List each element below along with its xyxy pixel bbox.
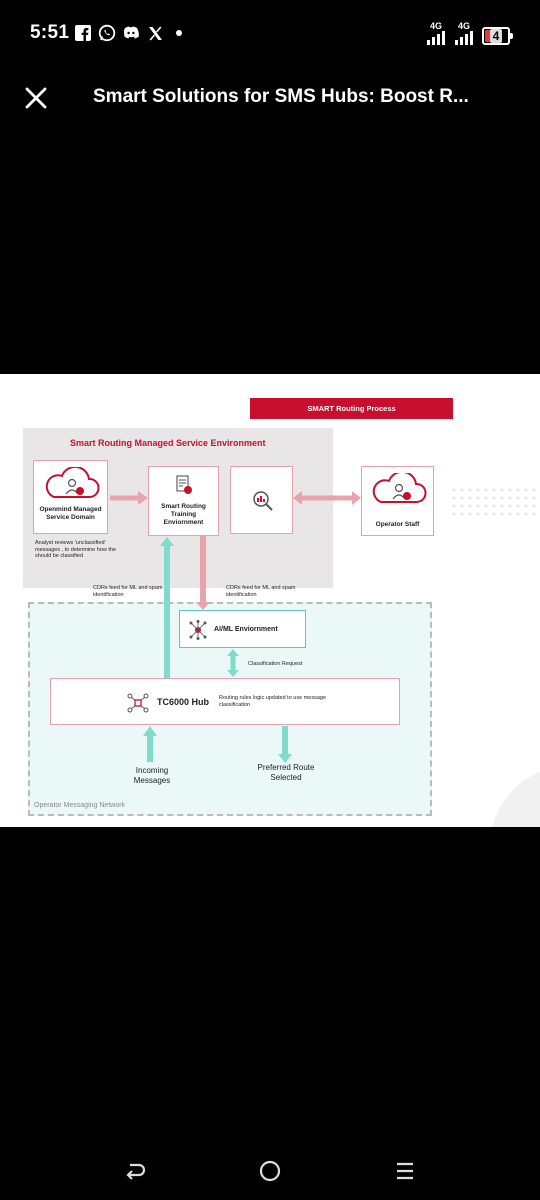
signal-2: 4G [454, 22, 474, 50]
aiml-environment-box: AI/ML Enviornment [179, 610, 306, 648]
arrow-head-down-preferred [278, 754, 292, 763]
home-icon [259, 1160, 281, 1182]
arrow-head-up-hub [143, 726, 157, 736]
hub-icon [127, 693, 149, 713]
system-status: 4G 4G 4 [426, 22, 513, 50]
operator-staff-box: Operator Staff [361, 466, 434, 536]
arrow-head-left [293, 491, 302, 505]
classification-request: Classification Request [248, 661, 303, 667]
cloud-user-icon [45, 467, 100, 498]
battery-level: 4 [489, 29, 503, 43]
signal-bars-1-icon [427, 31, 445, 45]
x-icon [146, 24, 164, 42]
whatsapp-icon [98, 24, 116, 42]
dot-icon [170, 24, 188, 42]
nav-recents-button[interactable] [390, 1156, 420, 1186]
battery-icon: 4 [482, 27, 513, 45]
nav-back-button[interactable] [120, 1156, 150, 1186]
network-type-1: 4G [429, 21, 442, 31]
process-banner: SMART Routing Process [250, 398, 453, 419]
document-settings-icon [176, 475, 192, 494]
status-time: 5:51 [30, 22, 70, 43]
openmind-label: Openmind Managed Service Domain [39, 506, 102, 521]
close-icon [25, 87, 47, 109]
arrow-head-up-aiml [227, 649, 239, 656]
status-bar: 5:51 4G 4G 4 [0, 0, 540, 70]
arrow-head-training [138, 491, 148, 505]
discord-icon [122, 24, 140, 42]
openmind-domain-box: Openmind Managed Service Domain [33, 460, 108, 534]
battery-fill [485, 30, 491, 42]
incoming-messages: Incoming Messages [133, 766, 171, 785]
arrow-head-right [352, 491, 361, 505]
connector-arrows [110, 491, 361, 763]
notification-icons [74, 24, 188, 42]
preferred-route: Preferred Route Selected [257, 763, 315, 782]
nav-home-button[interactable] [255, 1156, 285, 1186]
routing-note: Routing rules logic updated to use messa… [219, 695, 327, 708]
managed-environment-title: Smart Routing Managed Service Environmen… [70, 438, 266, 448]
analyst-note: Analyst reviews 'unclassified' messages … [35, 540, 117, 559]
training-environment-box: Smart Routing Training Enviornment [148, 466, 219, 536]
aiml-label: AI/ML Enviornment [214, 626, 278, 633]
arrow-head-aiml [196, 602, 210, 610]
tc6000-hub-box: TC6000 Hub Routing rules logic updated t… [50, 678, 400, 725]
decorative-dots [450, 486, 540, 516]
system-nav-bar [0, 1140, 540, 1200]
cdr-note-right: CDRs feed for ML and spam identification [226, 585, 296, 598]
viewer-header: Smart Solutions for SMS Hubs: Boost R... [0, 70, 540, 126]
arrow-head-up-training [160, 537, 174, 546]
signal-bars-2-icon [455, 31, 473, 45]
cloud-staff-icon [372, 473, 427, 503]
network-label: Operator Messaging Network [34, 802, 126, 809]
arrow-head-down-hub [227, 670, 239, 677]
recents-icon [397, 1162, 413, 1180]
network-node-icon [189, 620, 207, 640]
hub-label: TC6000 Hub [157, 697, 210, 707]
cdr-note-left: CDRs feed for ML and spam identification [93, 585, 163, 598]
close-button[interactable] [20, 82, 52, 114]
facebook-icon [74, 24, 92, 42]
back-icon [126, 1163, 146, 1180]
analysis-box [230, 466, 293, 534]
training-label: Smart Routing Training Enviornment [161, 503, 206, 526]
page-title: Smart Solutions for SMS Hubs: Boost R... [93, 86, 469, 107]
signal-1: 4G [426, 22, 446, 50]
magnifier-chart-icon [253, 491, 273, 511]
operator-staff-label: Operator Staff [375, 521, 420, 528]
network-type-2: 4G [457, 21, 470, 31]
article-image[interactable]: SMART Routing Process Smart Routing Mana… [0, 374, 540, 827]
